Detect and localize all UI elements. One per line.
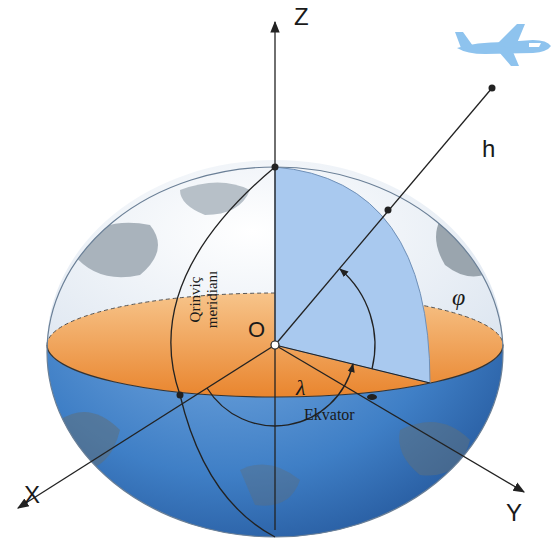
origin-point [271, 341, 279, 349]
lower-continents [59, 412, 470, 506]
x-axis [18, 345, 275, 508]
equator-label: Ekvator [304, 406, 355, 424]
axis-label: X [24, 482, 40, 508]
height-label: h [482, 136, 495, 162]
angle-label: λ [296, 376, 306, 400]
normal-line [275, 88, 492, 345]
meridian-slice [275, 167, 430, 383]
angle-label: φ [452, 284, 465, 310]
axis-label: Z [294, 4, 309, 30]
airplane [455, 24, 551, 66]
greenwich-equator-point [177, 392, 184, 399]
greenwich-meridian [171, 167, 275, 537]
latitude-arc [340, 269, 375, 369]
axis-label: Y [506, 500, 522, 526]
origin-label: O [248, 318, 265, 342]
surface-point [385, 207, 392, 214]
aircraft-point [489, 85, 496, 92]
equator-point [367, 394, 377, 400]
pole-point [272, 164, 279, 171]
meridian-label: Qrinviç meridianı [186, 262, 219, 336]
z-axis [274, 22, 275, 530]
y-axis [275, 345, 524, 492]
